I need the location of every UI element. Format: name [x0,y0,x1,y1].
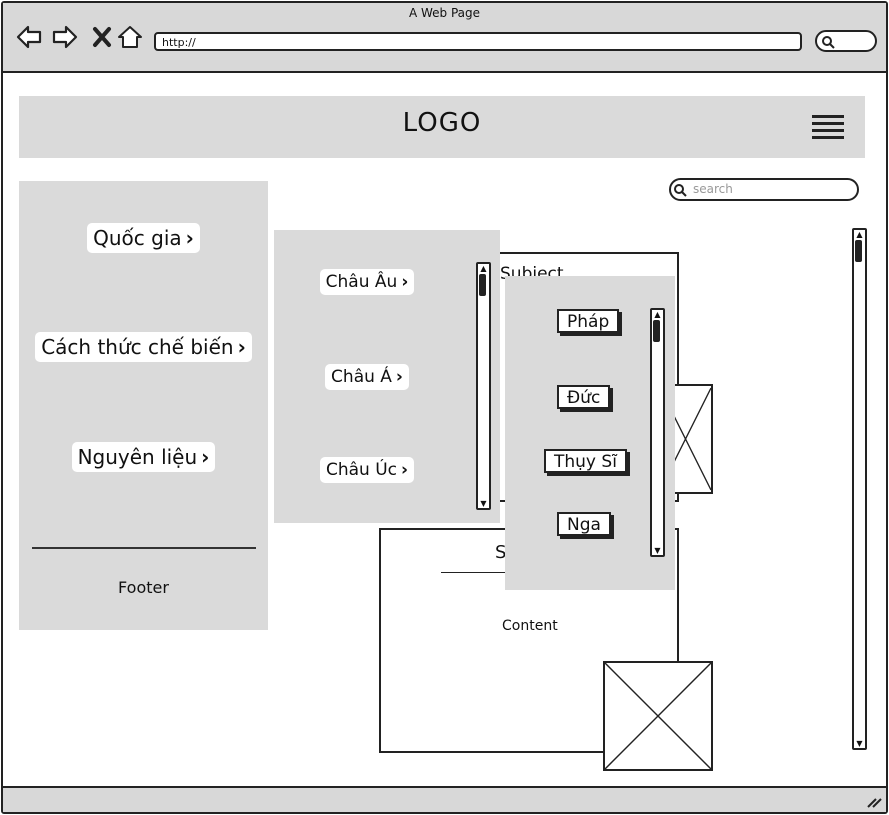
browser-search-field[interactable] [815,30,877,52]
home-icon[interactable] [117,24,143,50]
sidebar [19,181,268,630]
country-submenu-scrollbar[interactable]: ▲ ▼ [650,308,665,557]
scroll-up-icon[interactable]: ▲ [480,264,487,273]
search-icon [822,36,835,49]
logo: LOGO [402,108,482,138]
country-button-switzerland[interactable]: Thụy Sĩ [544,449,627,473]
hamburger-menu-icon[interactable] [812,114,844,140]
scroll-up-icon[interactable]: ▲ [856,230,863,239]
chevron-right-icon: › [395,367,403,387]
sidebar-item-label: Nguyên liệu [77,445,198,469]
sidebar-item-label: Cách thức chế biến [41,335,234,359]
scroll-up-icon[interactable]: ▲ [654,310,661,319]
status-bar [3,786,886,812]
submenu-item-asia[interactable]: Châu Á› [274,364,500,390]
page-scrollbar[interactable]: ▲ ▼ [852,228,867,750]
image-placeholder-icon [603,661,713,771]
region-submenu-scrollbar[interactable]: ▲ ▼ [476,262,491,510]
chevron-right-icon: › [201,445,210,469]
submenu-item-australia[interactable]: Châu Úc› [274,457,500,483]
close-icon[interactable] [90,24,116,50]
submenu-item-label: Châu Úc [325,460,397,480]
scroll-down-icon[interactable]: ▼ [856,739,863,748]
sidebar-item-country[interactable]: Quốc gia› [19,223,268,253]
card-content: Content [502,618,558,634]
chevron-right-icon: › [237,335,246,359]
resize-grip-icon[interactable] [866,794,882,808]
sidebar-item-cooking-method[interactable]: Cách thức chế biến› [19,332,268,362]
chevron-right-icon: › [401,460,409,480]
sidebar-item-label: Quốc gia [93,226,182,250]
country-button-germany[interactable]: Đức [557,385,611,409]
scroll-down-icon[interactable]: ▼ [654,546,661,555]
scroll-thumb[interactable] [653,320,660,342]
submenu-item-label: Châu Á [331,367,392,387]
page-header [19,96,865,158]
search-icon [674,184,687,197]
country-button-france[interactable]: Pháp [557,309,620,333]
footer: Footer [118,578,169,597]
search-input[interactable]: search [669,178,859,201]
country-button-russia[interactable]: Nga [557,512,611,536]
chevron-right-icon: › [185,226,194,250]
card-title: S [495,542,507,563]
chevron-right-icon: › [401,272,409,292]
url-input[interactable]: http:// [154,32,802,51]
submenu-item-label: Châu Âu [325,272,398,292]
submenu-item-europe[interactable]: Châu Âu› [274,269,500,295]
divider [32,547,256,549]
back-arrow-icon[interactable] [16,24,42,50]
scroll-thumb[interactable] [479,274,486,296]
scroll-down-icon[interactable]: ▼ [480,499,487,508]
sidebar-item-ingredients[interactable]: Nguyên liệu› [19,442,268,472]
scroll-thumb[interactable] [855,240,862,262]
window-title: A Web Page [408,6,481,20]
forward-arrow-icon[interactable] [52,24,78,50]
